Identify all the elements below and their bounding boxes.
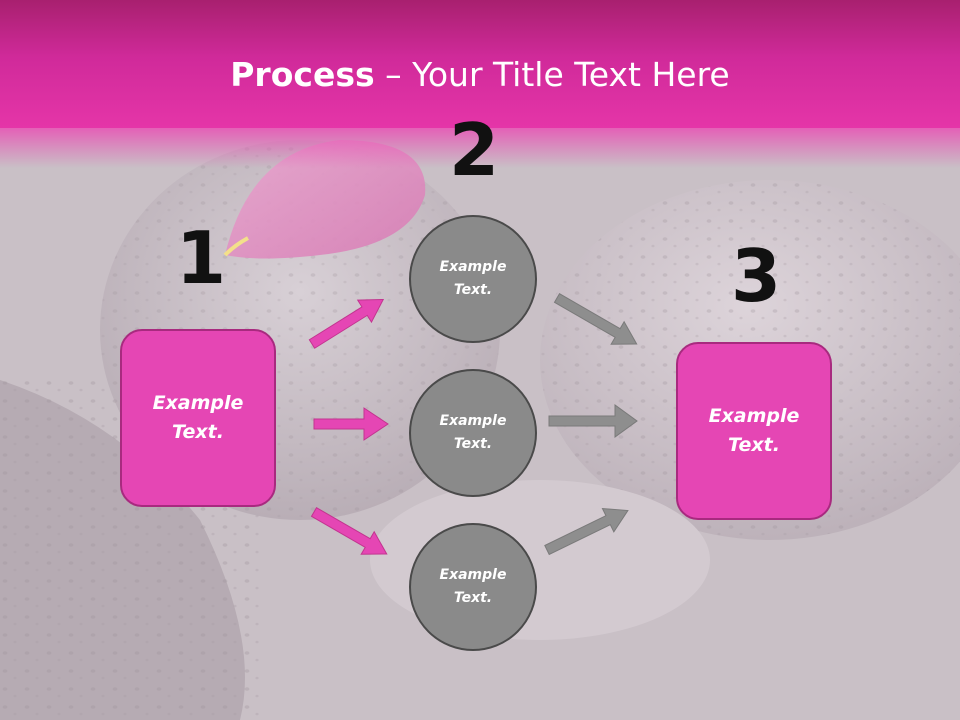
circle-middle-line1: Example <box>439 413 507 429</box>
arrow-right-pink <box>313 407 389 441</box>
step-3-text-line2: Text. <box>728 434 780 456</box>
circle-bottom-line2: Text. <box>453 590 493 606</box>
arrow-up-right-pink <box>308 298 385 349</box>
title-bold: Process <box>230 55 375 94</box>
arrow-down-right-pink <box>310 506 388 555</box>
step-1-text-line1: Example <box>152 392 244 414</box>
circle-top-line1: Example <box>439 259 507 275</box>
step-1-text-line2: Text. <box>172 421 224 443</box>
circle-top-line2: Text. <box>453 282 493 298</box>
step-3-text-line1: Example <box>708 405 800 427</box>
title-bar <box>0 0 960 128</box>
circle-middle-line2: Text. <box>453 436 493 452</box>
step-number-3: 3 <box>731 234 782 318</box>
arrow-up-right-grey <box>544 507 629 556</box>
arrow-right-grey <box>548 404 638 438</box>
title-rest: – Your Title Text Here <box>374 55 730 94</box>
circle-bottom-line1: Example <box>439 567 507 583</box>
step-number-2: 2 <box>449 108 500 192</box>
title-bar-fade <box>0 128 960 168</box>
arrow-down-right-grey <box>553 292 638 345</box>
step-number-1: 1 <box>176 216 227 300</box>
slide-title: Process – Your Title Text Here <box>0 52 960 98</box>
